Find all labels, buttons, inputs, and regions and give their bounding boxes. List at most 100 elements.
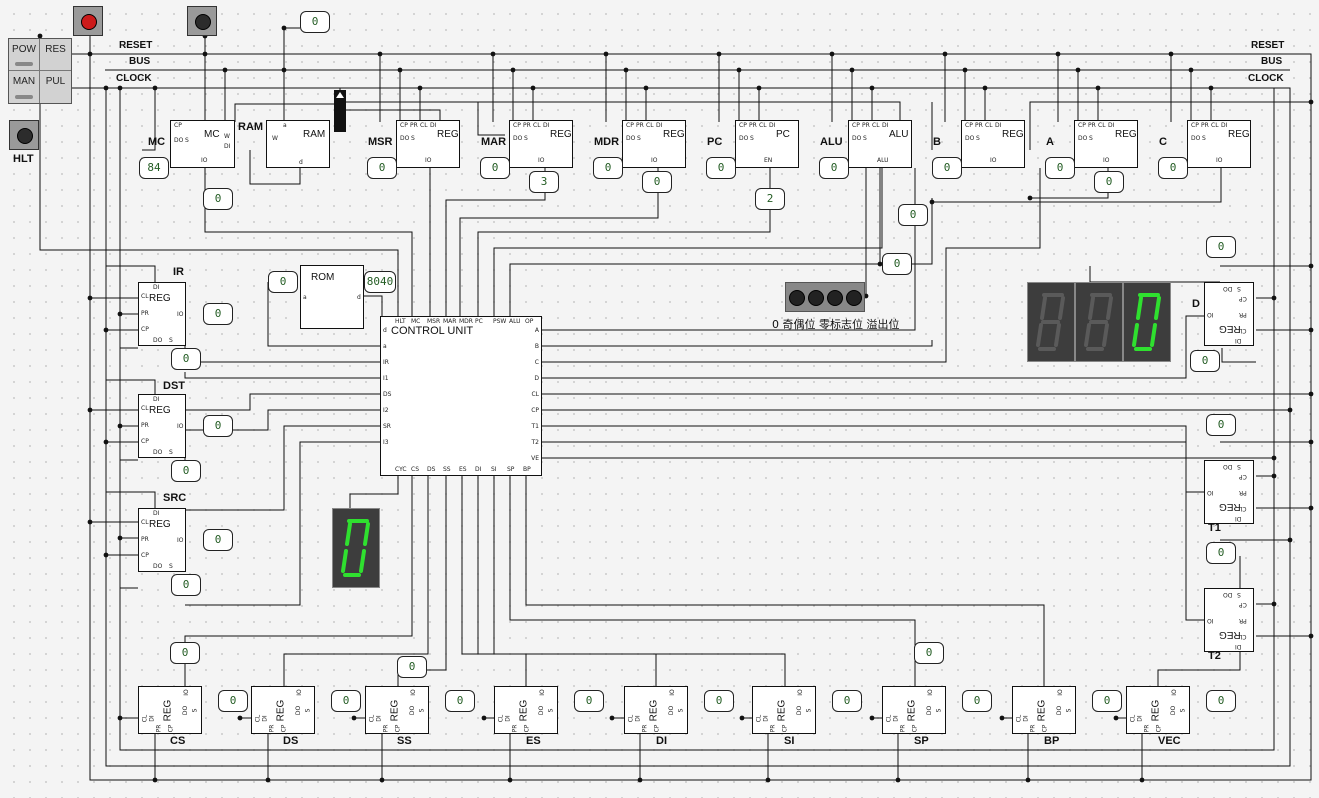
bus-switch[interactable] — [334, 90, 346, 132]
a-io-probe[interactable]: 0 — [1094, 171, 1124, 193]
a-value-probe[interactable]: 0 — [1045, 157, 1075, 179]
ram-component[interactable]: W a RAM d — [266, 120, 330, 168]
mc-value-probe[interactable]: 84 — [139, 157, 169, 179]
mar-io-probe[interactable]: 3 — [529, 171, 559, 193]
alu-flags-probe[interactable]: 0 — [898, 204, 928, 226]
bottom-reg-value-probe[interactable]: 0 — [1092, 690, 1122, 712]
ram-probe[interactable]: 0 — [300, 11, 330, 33]
c-value-probe[interactable]: 0 — [1158, 157, 1188, 179]
cu-top-pin: ALU — [509, 318, 521, 325]
msr-pin: DI — [430, 122, 437, 129]
bottom-reg-value-probe[interactable]: 0 — [445, 690, 475, 712]
ir-io-probe[interactable]: 0 — [203, 303, 233, 325]
mar-value-probe[interactable]: 0 — [480, 157, 510, 179]
pc-value-probe[interactable]: 0 — [706, 157, 736, 179]
bottom-reg-pin: S — [304, 708, 312, 713]
man-toggle[interactable]: MAN — [9, 71, 40, 103]
d-io-probe[interactable]: 0 — [1190, 350, 1220, 372]
src-io-probe[interactable]: 0 — [203, 529, 233, 551]
rom-addr-probe[interactable]: 0 — [268, 271, 298, 293]
cu-bottom-pin: CS — [411, 466, 419, 473]
src-s-probe[interactable]: 0 — [171, 574, 201, 596]
c-pin: DI — [1221, 122, 1228, 129]
mdr-pin: CL — [646, 122, 654, 129]
mdr-pin: S — [637, 135, 641, 142]
cu-right-pin: D — [534, 375, 539, 382]
mdr-pin: PR — [636, 122, 644, 129]
t2-pin: PR — [1239, 617, 1247, 624]
mc-io-probe[interactable]: 0 — [203, 188, 233, 210]
dst-s-probe[interactable]: 0 — [171, 460, 201, 482]
dst-io-probe[interactable]: 0 — [203, 415, 233, 437]
bottom-reg-pin: IO — [409, 689, 417, 696]
seven-seg-digit-icon — [1132, 293, 1161, 351]
msr-value-probe[interactable]: 0 — [367, 157, 397, 179]
bottom-reg-value-probe[interactable]: 0 — [1206, 690, 1236, 712]
pow-toggle[interactable]: POW — [9, 39, 40, 71]
bottom-reg-value-probe[interactable]: 0 — [832, 690, 862, 712]
res-label: RES — [45, 44, 66, 55]
pul-toggle[interactable]: PUL — [40, 71, 71, 103]
bottom-reg-value-probe[interactable]: 0 — [574, 690, 604, 712]
hlt-button[interactable] — [9, 120, 39, 150]
bottom-reg-top-probe[interactable]: 0 — [397, 656, 427, 678]
bottom-reg-pin: PR — [511, 724, 519, 733]
rom-pin-a: a — [303, 294, 307, 301]
bottom-reg-label: DS — [283, 735, 299, 747]
rom-data-probe[interactable]: 8040 — [364, 271, 396, 293]
bottom-reg-pin: CP — [781, 724, 789, 733]
mdr-io-probe[interactable]: 0 — [642, 171, 672, 193]
b-value-probe[interactable]: 0 — [932, 157, 962, 179]
bottom-reg-top-probe[interactable]: 0 — [170, 642, 200, 664]
clock-button[interactable] — [187, 6, 217, 36]
bottom-reg-value-probe[interactable]: 0 — [331, 690, 361, 712]
bottom-reg-pin: DO — [926, 705, 934, 716]
src-pin: CL — [141, 519, 149, 526]
bottom-reg-top-probe[interactable]: 0 — [914, 642, 944, 664]
d-top-probe[interactable]: 0 — [1206, 236, 1236, 258]
cu-left-pin: d — [383, 327, 387, 334]
mc-component[interactable]: CP DO S MC W DI IO — [170, 120, 235, 168]
ir-s-probe[interactable]: 0 — [171, 348, 201, 370]
res-toggle[interactable]: RES — [40, 39, 71, 71]
bottom-reg-value-probe[interactable]: 0 — [218, 690, 248, 712]
flags-probe[interactable]: 0 — [882, 253, 912, 275]
rom-component[interactable]: ROM a d — [300, 265, 364, 329]
mdr-value-probe[interactable]: 0 — [593, 157, 623, 179]
t1-top-probe[interactable]: 0 — [1206, 414, 1236, 436]
alu-pin: PR — [862, 122, 870, 129]
ram-pin-w: W — [272, 135, 278, 142]
t2-top-probe[interactable]: 0 — [1206, 542, 1236, 564]
t2-pin: CP — [1239, 601, 1247, 608]
pc-io-probe[interactable]: 2 — [755, 188, 785, 210]
alu-value-probe[interactable]: 0 — [819, 157, 849, 179]
arrow-up-icon — [336, 92, 344, 98]
bottom-reg-value-probe[interactable]: 0 — [704, 690, 734, 712]
bottom-reg-value-probe[interactable]: 0 — [962, 690, 992, 712]
reset-button[interactable] — [73, 6, 103, 36]
